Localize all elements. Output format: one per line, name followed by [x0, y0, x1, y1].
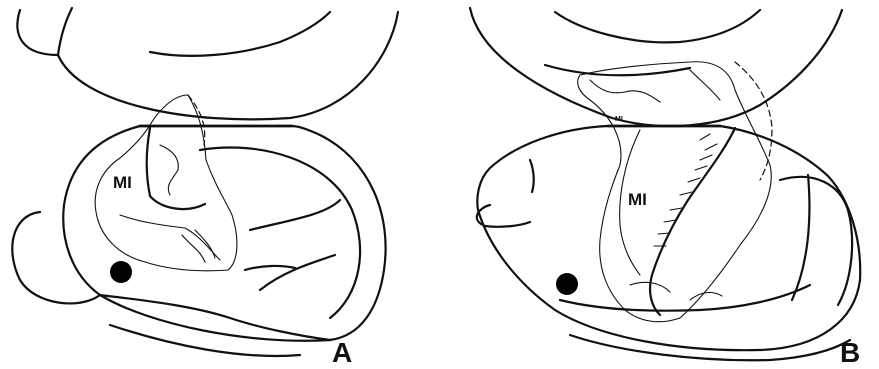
panel-b-mi-region-outline — [578, 62, 772, 322]
panel-a-hemisphere-outline — [63, 126, 385, 341]
panel-a-mi-detail-2 — [120, 215, 220, 260]
panel-b-inner-contour-right — [780, 177, 852, 305]
panel-a: MI A — [12, 8, 398, 368]
panel-b-lower-detail — [630, 282, 722, 300]
panel-b-sulcus-small — [530, 160, 534, 192]
panel-a-inner-sulcus — [150, 12, 330, 56]
panel-b-upper-curve — [545, 65, 690, 75]
panel-a-dashed-boundary — [188, 95, 205, 145]
panel-b-left-lobe-outline — [477, 205, 530, 227]
panel-b-dashed-boundary — [735, 62, 772, 180]
panel-b-region-label: MI — [628, 190, 647, 209]
panel-a-label: A — [332, 337, 352, 368]
panel-b-upper-sulcus — [555, 10, 760, 42]
panel-b-upper-lobe-outline — [470, 8, 842, 126]
panel-b: MI MI B — [470, 8, 860, 368]
panel-a-mi-detail-3 — [182, 230, 215, 262]
panel-a-upper-arc-outline — [58, 12, 398, 119]
panel-a-upper-lobe-outline — [17, 8, 72, 55]
panel-b-right-sulcus — [792, 175, 809, 300]
panel-b-label: B — [840, 337, 860, 368]
panel-a-sulcus-3 — [245, 266, 295, 270]
panel-a-mi-sulcus — [147, 128, 205, 209]
panel-b-bottom-contour — [570, 335, 850, 360]
panel-a-marker-dot — [110, 261, 132, 283]
panel-b-inner-contour-lower — [560, 285, 810, 311]
panel-a-mi-detail-1 — [160, 145, 178, 195]
panel-a-region-label: MI — [113, 173, 132, 192]
panel-b-hemisphere-outline — [477, 126, 860, 350]
panel-b-small-label: MI — [615, 116, 623, 123]
panel-b-mi-comb-detail — [654, 134, 717, 246]
panel-a-inner-contour — [200, 148, 360, 319]
panel-b-marker-dot — [556, 273, 578, 295]
panel-a-left-lobe-outline — [12, 212, 100, 303]
panel-a-sulcus-1 — [250, 200, 340, 230]
panel-a-sulcus-2 — [260, 255, 335, 290]
